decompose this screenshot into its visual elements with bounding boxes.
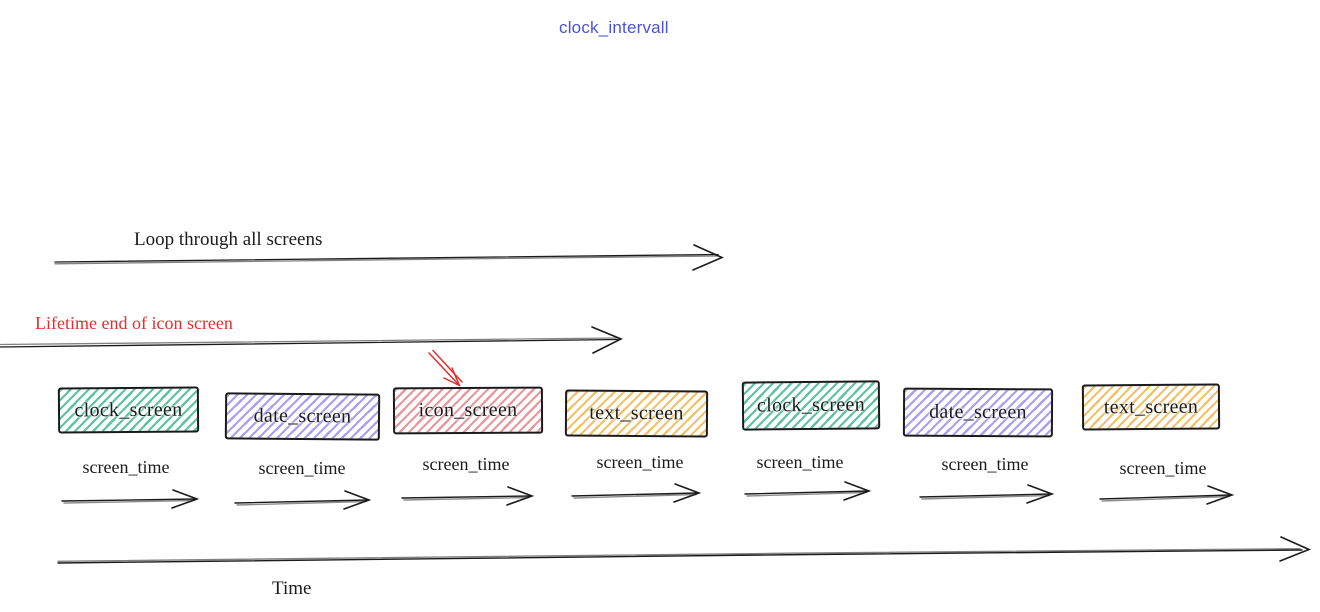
loop-arrow-shaft bbox=[54, 253, 719, 263]
pointer-arrow-stroke-1 bbox=[428, 352, 460, 386]
pointer-arrow-stroke-2 bbox=[432, 349, 463, 383]
head bbox=[1206, 485, 1235, 505]
screen-time-label-5: screen_time bbox=[756, 452, 844, 472]
screen-box-clock-2: clock_screen bbox=[741, 380, 881, 431]
head bbox=[673, 483, 702, 503]
shaft bbox=[61, 498, 197, 502]
screen-time-label-4: screen_time bbox=[596, 452, 684, 472]
screen-time-arrow-5 bbox=[744, 481, 872, 501]
time-axis-shaft-2 bbox=[57, 548, 1301, 562]
screen-box-label: date_screen bbox=[929, 400, 1027, 424]
diagram-title: clock_intervall bbox=[559, 18, 669, 37]
time-axis-label: Time bbox=[272, 578, 312, 599]
screen-box-label: text_screen bbox=[589, 401, 684, 425]
time-axis-head bbox=[1279, 536, 1312, 562]
screen-box-label: clock_screen bbox=[74, 398, 183, 421]
shaft-2 bbox=[236, 500, 367, 506]
lifetime-arrow-label: Lifetime end of icon screen bbox=[35, 313, 233, 333]
time-axis-shaft bbox=[57, 549, 1303, 564]
screen-time-arrow-3 bbox=[401, 486, 535, 506]
screen-box-clock-1: clock_screen bbox=[57, 386, 200, 434]
loop-arrow-head bbox=[692, 244, 724, 271]
head bbox=[1026, 484, 1055, 504]
pointer-arrow-head-2 bbox=[451, 367, 461, 387]
icon-screen-pointer-arrow bbox=[428, 349, 463, 387]
pointer-arrow-head-1 bbox=[443, 377, 461, 387]
shaft-2 bbox=[1101, 495, 1230, 502]
loop-arrow-label: Loop through all screens bbox=[134, 229, 323, 250]
shaft bbox=[919, 493, 1052, 498]
lifetime-arrow-shaft bbox=[0, 338, 619, 348]
screen-time-label-3: screen_time bbox=[422, 454, 510, 474]
screen-time-label-1: screen_time bbox=[82, 457, 170, 477]
screen-box-label: date_screen bbox=[253, 404, 352, 428]
lifetime-arrow-head bbox=[591, 326, 623, 354]
screen-time-arrow-4 bbox=[571, 483, 702, 503]
shaft-2 bbox=[573, 493, 697, 499]
head bbox=[171, 489, 200, 509]
screen-time-arrow-2 bbox=[234, 490, 372, 510]
shaft bbox=[234, 499, 369, 504]
head bbox=[506, 486, 535, 506]
screen-box-label: text_screen bbox=[1103, 395, 1199, 418]
shaft-2 bbox=[63, 499, 195, 504]
screen-box-text-1: text_screen bbox=[564, 389, 709, 438]
screen-time-arrow-1 bbox=[61, 489, 200, 509]
screen-time-arrow-6 bbox=[919, 484, 1055, 504]
screen-time-arrows bbox=[61, 481, 1235, 510]
shaft bbox=[744, 490, 869, 495]
shaft bbox=[571, 492, 699, 497]
screen-box-label: clock_screen bbox=[756, 393, 866, 417]
screen-time-label-2: screen_time bbox=[258, 458, 346, 478]
screen-box-label: icon_screen bbox=[418, 398, 518, 422]
screen-time-arrow-7 bbox=[1099, 485, 1235, 505]
lifetime-arrow-shaft-2 bbox=[0, 337, 617, 346]
shaft bbox=[1099, 494, 1232, 500]
loop-arrow-shaft-2 bbox=[54, 255, 719, 265]
time-axis-arrow bbox=[57, 536, 1312, 564]
screen-box-date-1: date_screen bbox=[224, 392, 381, 441]
head bbox=[843, 481, 872, 501]
shaft bbox=[401, 495, 532, 499]
shaft-2 bbox=[403, 496, 530, 501]
screen-box-date-2: date_screen bbox=[902, 387, 1054, 438]
screen-time-label-6: screen_time bbox=[941, 454, 1029, 474]
shaft-2 bbox=[921, 494, 1050, 500]
head bbox=[343, 490, 372, 510]
screen-box-icon: icon_screen bbox=[392, 386, 544, 435]
shaft-2 bbox=[746, 491, 867, 497]
screen-time-label-7: screen_time bbox=[1119, 458, 1207, 478]
screen-box-text-2: text_screen bbox=[1081, 383, 1221, 431]
